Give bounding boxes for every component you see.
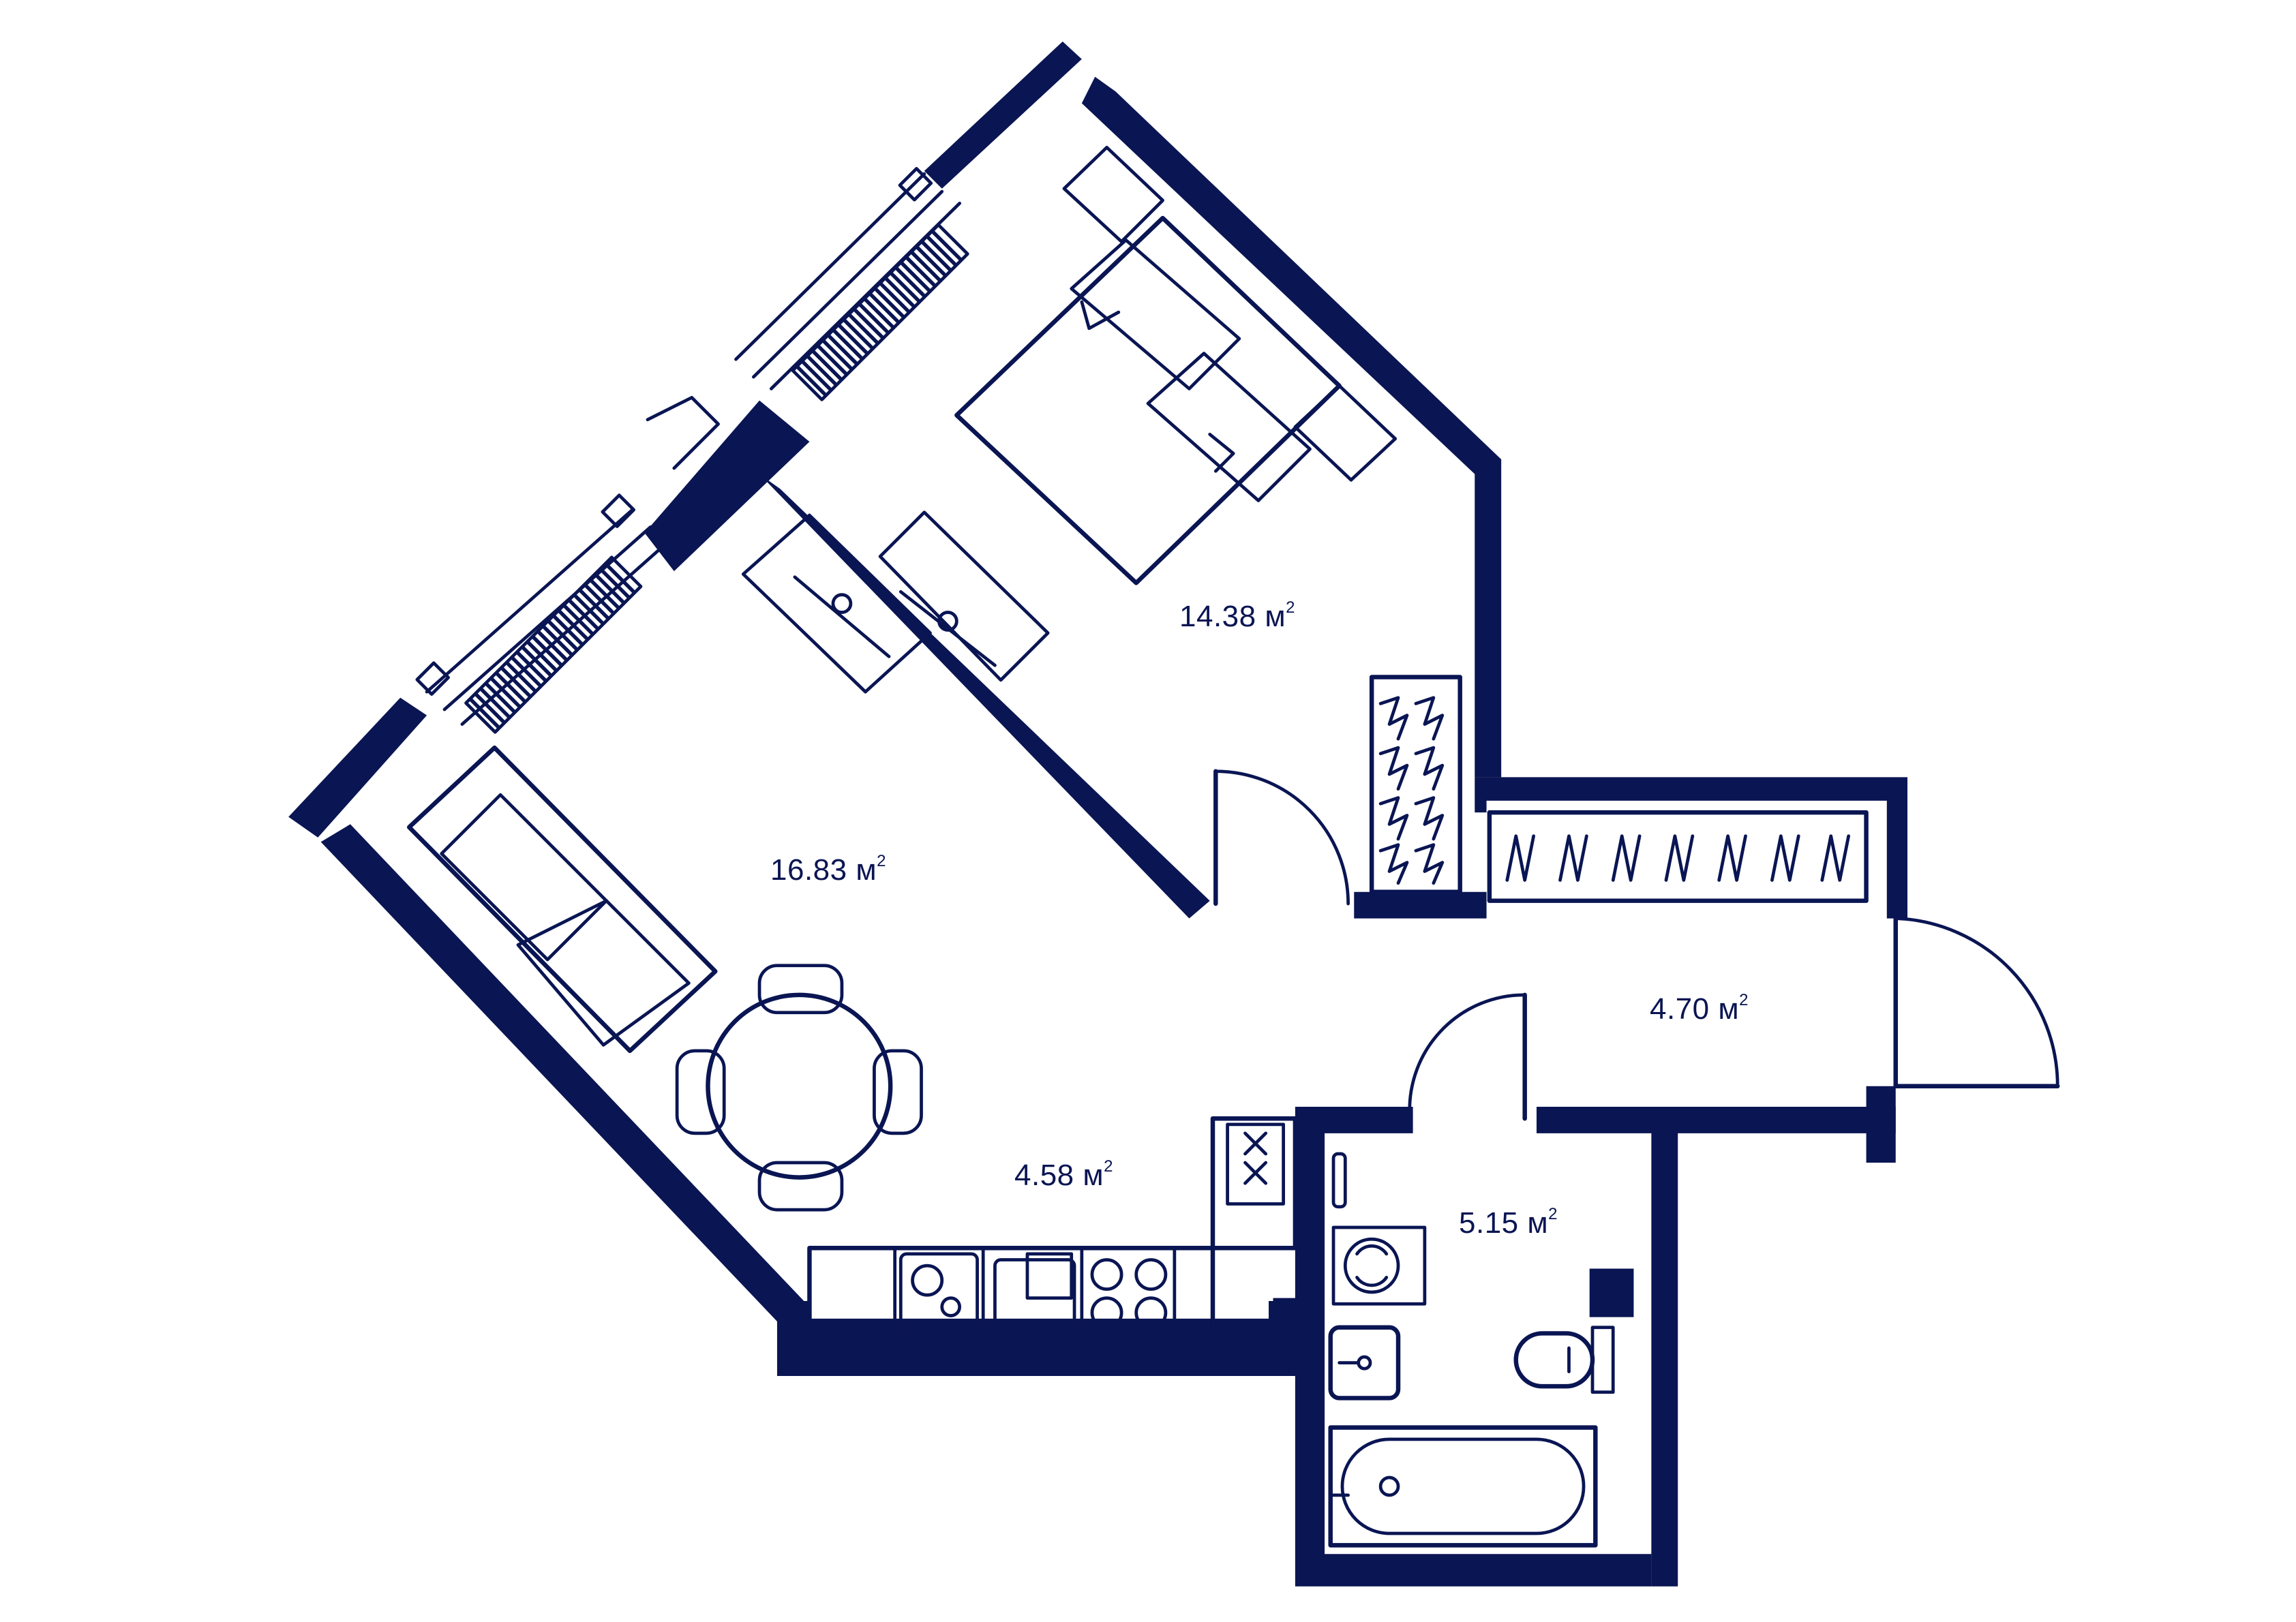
area-label-living: 16.83 м2: [770, 852, 886, 887]
area-label-bathroom: 5.15 м2: [1459, 1205, 1558, 1240]
area-label-hall: 4.70 м2: [1650, 991, 1749, 1026]
washbasin: [1328, 1325, 1401, 1401]
area-value: 4.58: [1014, 1159, 1074, 1192]
desk-left: [741, 513, 932, 694]
area-unit: м: [1718, 992, 1740, 1026]
wardrobe-hall: [1487, 810, 1869, 903]
dining-table: [675, 964, 923, 1212]
radiator-upper: [791, 223, 969, 401]
bathroom-furniture: [1282, 1152, 1624, 1548]
area-value: 4.70: [1650, 992, 1710, 1026]
area-unit-sup: 2: [1104, 1157, 1113, 1176]
toilet: [1513, 1326, 1615, 1394]
kitchen-sink: [898, 1252, 979, 1332]
hall-furniture: [1408, 810, 2060, 1121]
radiator-lower: [464, 555, 643, 734]
area-unit-sup: 2: [1739, 991, 1749, 1010]
dishwasher: [993, 1252, 1076, 1330]
area-value: 16.83: [770, 853, 847, 887]
sofa: [406, 745, 718, 1054]
wardrobe-bedroom: [1369, 675, 1462, 894]
area-label-kitchen: 4.58 м2: [1014, 1157, 1113, 1193]
door-bathroom[interactable]: [1408, 992, 1527, 1121]
bedroom-furniture: [741, 145, 1462, 906]
area-unit: м: [1265, 600, 1286, 633]
area-unit-sup: 2: [1286, 598, 1295, 617]
area-unit: м: [1527, 1206, 1549, 1240]
kitchen-column: [1210, 1116, 1298, 1251]
nightstand-top: [1062, 145, 1164, 243]
door-entrance[interactable]: [1893, 916, 2060, 1088]
facade-windows: [415, 167, 969, 734]
desk-right: [878, 510, 1050, 682]
area-unit-sup: 2: [877, 852, 886, 871]
living-furniture: [406, 745, 923, 1212]
area-value: 14.38: [1179, 600, 1256, 633]
exterior-walls: [288, 41, 1908, 1587]
washing-machine: [1331, 1225, 1427, 1306]
area-unit: м: [856, 853, 877, 887]
towel-rail: [1331, 1152, 1347, 1209]
area-label-bedroom: 14.38 м2: [1179, 598, 1295, 634]
kitchen-furniture: [807, 1116, 1298, 1338]
nightstand-bottom: [1293, 384, 1398, 482]
area-unit: м: [1083, 1159, 1104, 1192]
cooktop: [1090, 1258, 1168, 1330]
door-bedroom[interactable]: [1213, 769, 1350, 906]
bathtub: [1328, 1425, 1598, 1548]
area-unit-sup: 2: [1548, 1205, 1558, 1224]
area-value: 5.15: [1459, 1206, 1519, 1240]
